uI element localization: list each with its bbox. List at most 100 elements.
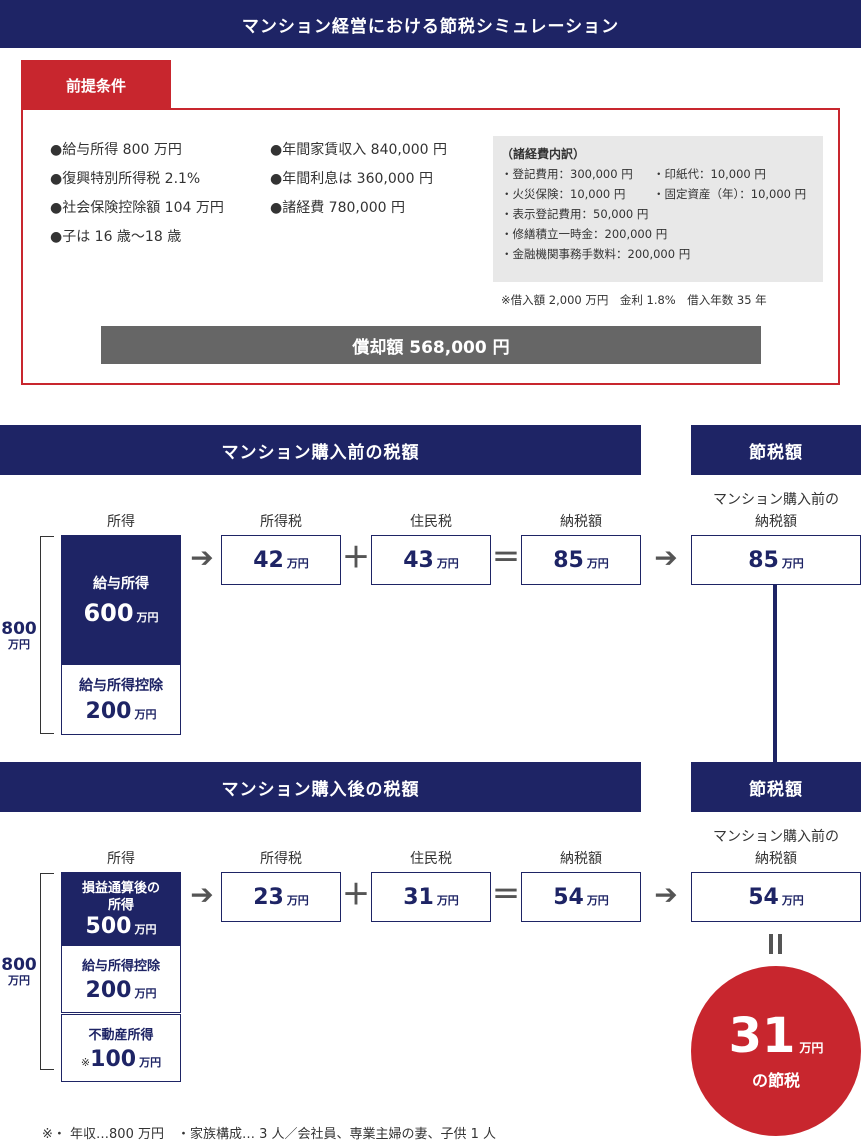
salary-deduction-label: 給与所得控除 [81,959,160,974]
unit: 万円 [139,1056,162,1069]
unit: 万円 [781,894,804,907]
after-header: マンション購入後の税額 [0,762,641,812]
savings-unit: 万円 [799,1041,824,1055]
conditions-tab: 前提条件 [21,60,171,110]
resident-tax-value: 43 [403,548,434,573]
income-total-unit: 万円 [8,638,30,651]
realestate-label: 不動産所得 [88,1028,154,1043]
conditions-panel [21,108,840,385]
offset-income-label-line1: 損益通算後の [81,880,160,896]
expense-item: ・金融機関事務手数料：200,000 円 [501,247,691,261]
double-bar-icon [769,934,773,954]
label-resident-tax: 住民税 [410,514,452,530]
condition-item: ●年間利息は 360,000 円 [270,171,434,187]
income-total-value: 800 [1,619,37,639]
income-total-unit: 万円 [8,974,30,987]
salary-income-label: 給与所得 [93,576,149,592]
expense-item: ・修繕積立一時金：200,000 円 [501,227,668,241]
arrow-icon: ➔ [654,878,678,911]
equals-icon: ＝ [491,541,520,574]
arrow-icon: ➔ [190,541,214,574]
page-title: マンション経営における節税シミュレーション [0,0,861,48]
conditions-col1: ●給与所得 800 万円 ●復興特別所得税 2.1% ●社会保険控除額 104 … [50,136,224,252]
connector-line [773,585,777,763]
label-result-line1: マンション購入前の [713,492,839,508]
label-income: 所得 [107,514,135,530]
expense-item: ・表示登記費用：50,000 円 [501,207,649,221]
expenses-list: （諸経費内訳） ・登記費用：300,000 円 ・印紙代：10,000 円 ・火災… [501,144,806,264]
salary-deduction-value: 200 [85,978,132,1003]
unit: 万円 [134,987,157,1000]
expenses-title: （諸経費内訳） [501,147,586,161]
condition-item: ●復興特別所得税 2.1% [50,171,201,187]
depreciation-bar: 償却額 568,000 円 [101,326,761,364]
income-tax-value: 42 [253,548,284,573]
before-saving-header: 節税額 [691,425,861,475]
total-tax-value: 54 [553,885,584,910]
condition-item: ●社会保険控除額 104 万円 [50,200,224,216]
unit: 万円 [286,894,309,907]
loan-note: ※借入額 2,000 万円 金利 1.8% 借入年数 35 年 [501,293,767,307]
after-saving-header: 節税額 [691,762,861,812]
salary-deduction-value: 200 [85,699,132,724]
label-resident-tax: 住民税 [410,851,452,867]
total-tax-value: 85 [553,548,584,573]
label-result: マンション購入前の 納税額 [691,489,861,533]
result-tax-value: 54 [748,885,779,910]
unit: 万円 [436,557,459,570]
unit: 万円 [136,611,159,624]
label-total-tax: 納税額 [560,514,602,530]
income-bracket [40,536,54,734]
realestate-value: 100 [90,1047,137,1072]
condition-item: ●諸経費 780,000 円 [270,200,406,216]
salary-income-value: 600 [83,599,134,627]
condition-item: ●子は 16 歳〜18 歳 [50,229,182,245]
arrow-icon: ➔ [654,541,678,574]
expense-item: ・印紙代：10,000 円 [653,167,766,181]
arrow-icon: ➔ [190,878,214,911]
income-total: 800 万円 [0,956,38,987]
resident-tax-value: 31 [403,885,434,910]
footnote: ※・ 年収…800 万円 ・家族構成… 3 人／会社員、専業主婦の妻、子供 1 … [42,1127,497,1140]
offset-income-label-line2: 所得 [107,897,134,913]
double-bar-icon [778,934,782,954]
offset-income-value: 500 [85,913,132,939]
equals-icon: ＝ [491,878,520,911]
label-income-tax: 所得税 [260,851,302,867]
savings-caption: の節税 [751,1071,800,1090]
expense-item: ・火災保険：10,000 円 [501,187,626,201]
savings-circle: 31 万円 の節税 [691,966,861,1136]
savings-value: 31 [728,1008,796,1064]
conditions-col2: ●年間家賃収入 840,000 円 ●年間利息は 360,000 円 ●諸経費 … [270,136,447,223]
label-income: 所得 [107,851,135,867]
plus-icon: ＋ [341,541,370,574]
unit: 万円 [286,557,309,570]
unit: 万円 [781,557,804,570]
expense-item: ・固定資産（年）：10,000 円 [653,187,807,201]
expenses-box [493,136,823,282]
plus-icon: ＋ [341,878,370,911]
unit: 万円 [436,894,459,907]
expense-item: ・登記費用：300,000 円 [501,167,633,181]
unit: 万円 [586,557,609,570]
income-total-value: 800 [1,955,37,975]
condition-item: ●給与所得 800 万円 [50,142,182,158]
label-result-line2: 納税額 [755,514,797,530]
unit: 万円 [586,894,609,907]
label-result-line1: マンション購入前の [713,829,839,845]
income-total: 800 万円 [0,620,38,651]
unit: 万円 [134,708,157,721]
salary-deduction-label: 給与所得控除 [79,678,163,694]
